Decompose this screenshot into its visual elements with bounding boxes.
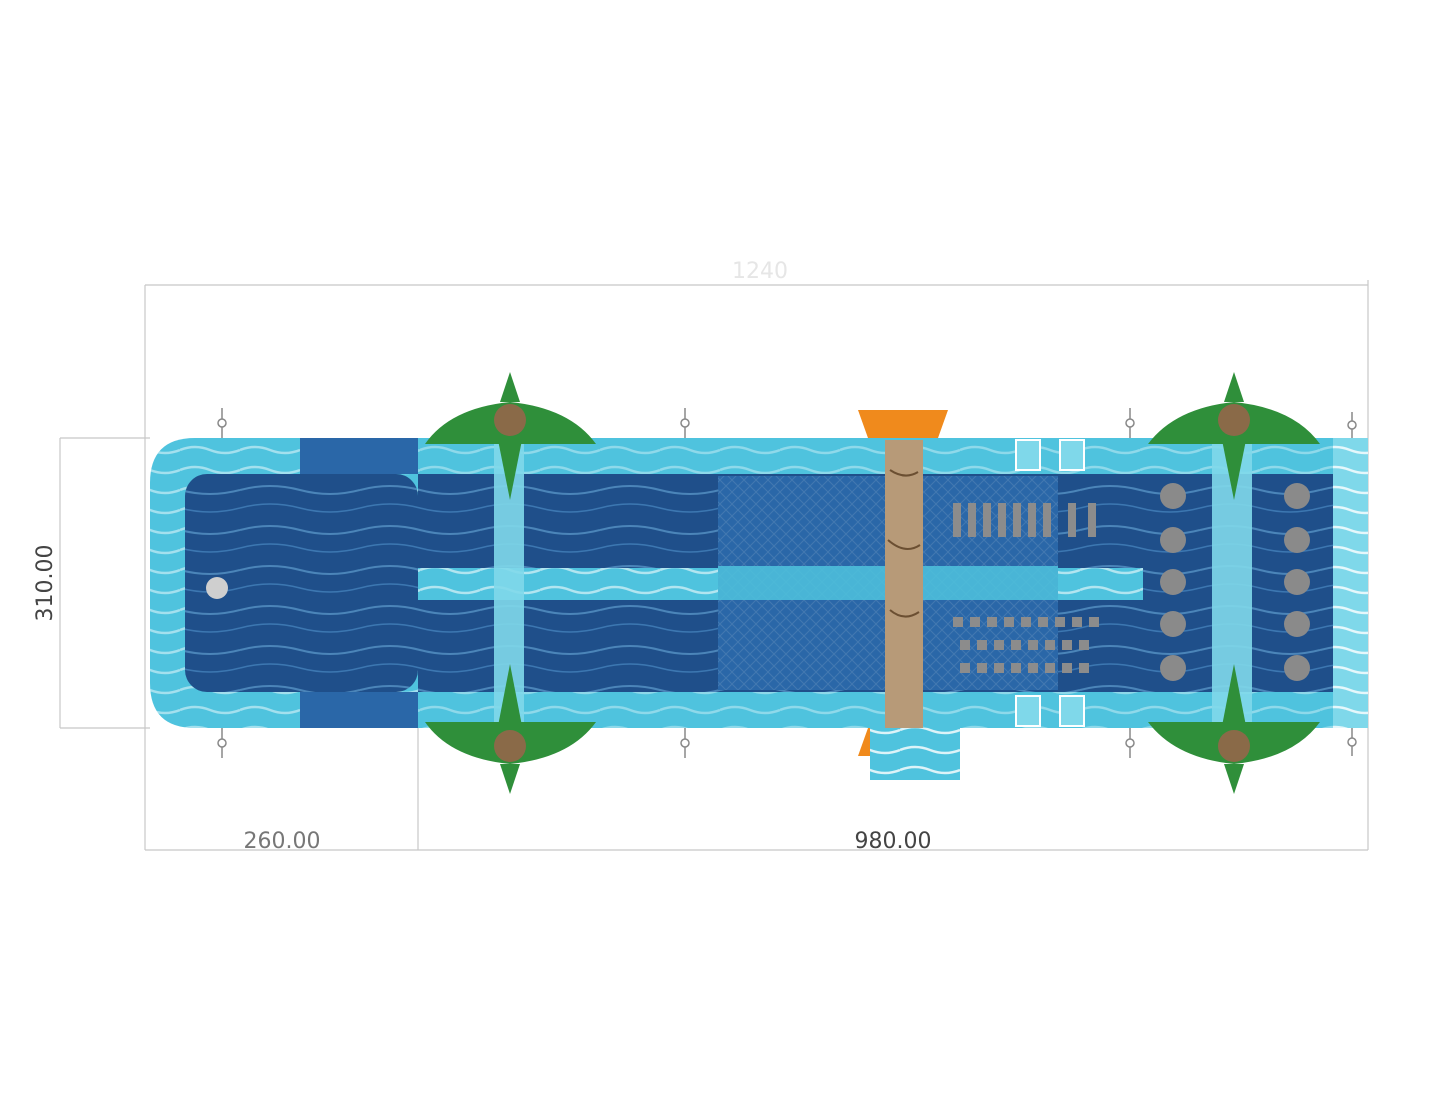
pillar-obstacles	[1160, 483, 1310, 681]
palm-tree-front-bottom	[425, 664, 596, 794]
log-bridge	[858, 410, 960, 780]
palm-tree-rear-top	[1148, 372, 1320, 500]
anchor-stakes	[217, 408, 1357, 758]
climb-hole-icon	[206, 577, 228, 599]
total-length-label: 1240	[732, 259, 788, 284]
width-label: 310.00	[33, 545, 58, 622]
pop-up-posts	[953, 503, 1099, 673]
front-slide-section	[150, 438, 418, 728]
side-bumpers	[1015, 439, 1085, 727]
main-section-label: 980.00	[855, 829, 932, 854]
front-section-label: 260.00	[244, 829, 321, 854]
palm-tree-rear-bottom	[1148, 664, 1320, 794]
palm-tree-front-top	[425, 372, 596, 500]
